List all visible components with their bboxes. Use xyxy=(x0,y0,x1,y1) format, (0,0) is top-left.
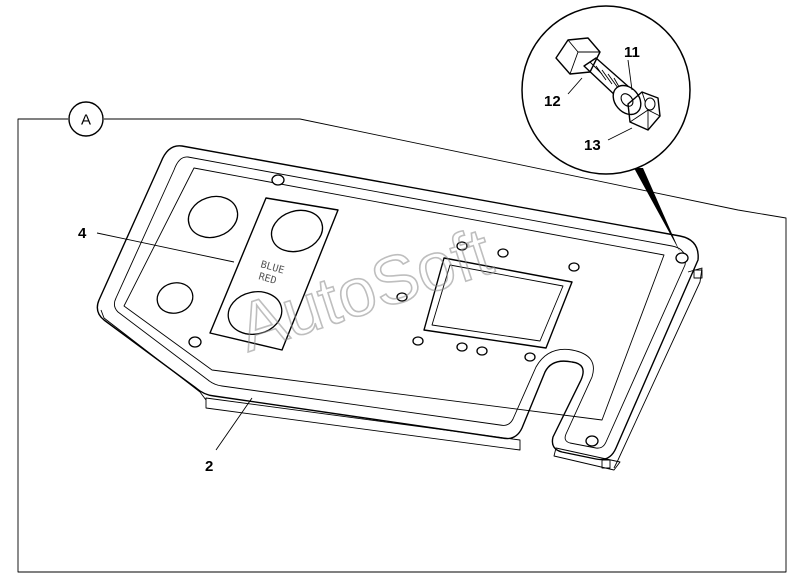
hex-nut-icon xyxy=(627,91,661,131)
callout-11: 11 xyxy=(624,44,640,61)
callout-12: 12 xyxy=(544,93,561,110)
sticker-plate: BLUE RED xyxy=(209,197,339,351)
callout-13: 13 xyxy=(584,137,601,154)
detail-magnifier xyxy=(521,5,691,252)
washer-icon xyxy=(612,84,642,116)
view-marker: A xyxy=(68,101,104,137)
callout-4: 4 xyxy=(78,225,87,242)
callout-2: 2 xyxy=(205,458,213,475)
view-marker-label: A xyxy=(81,112,91,129)
view-frame xyxy=(17,118,787,573)
mounting-plate xyxy=(96,145,703,471)
leader-line-2 xyxy=(215,397,253,451)
sticker-text-red: RED xyxy=(257,271,277,287)
detail-pointer xyxy=(634,168,680,252)
leader-line-4 xyxy=(96,232,235,263)
